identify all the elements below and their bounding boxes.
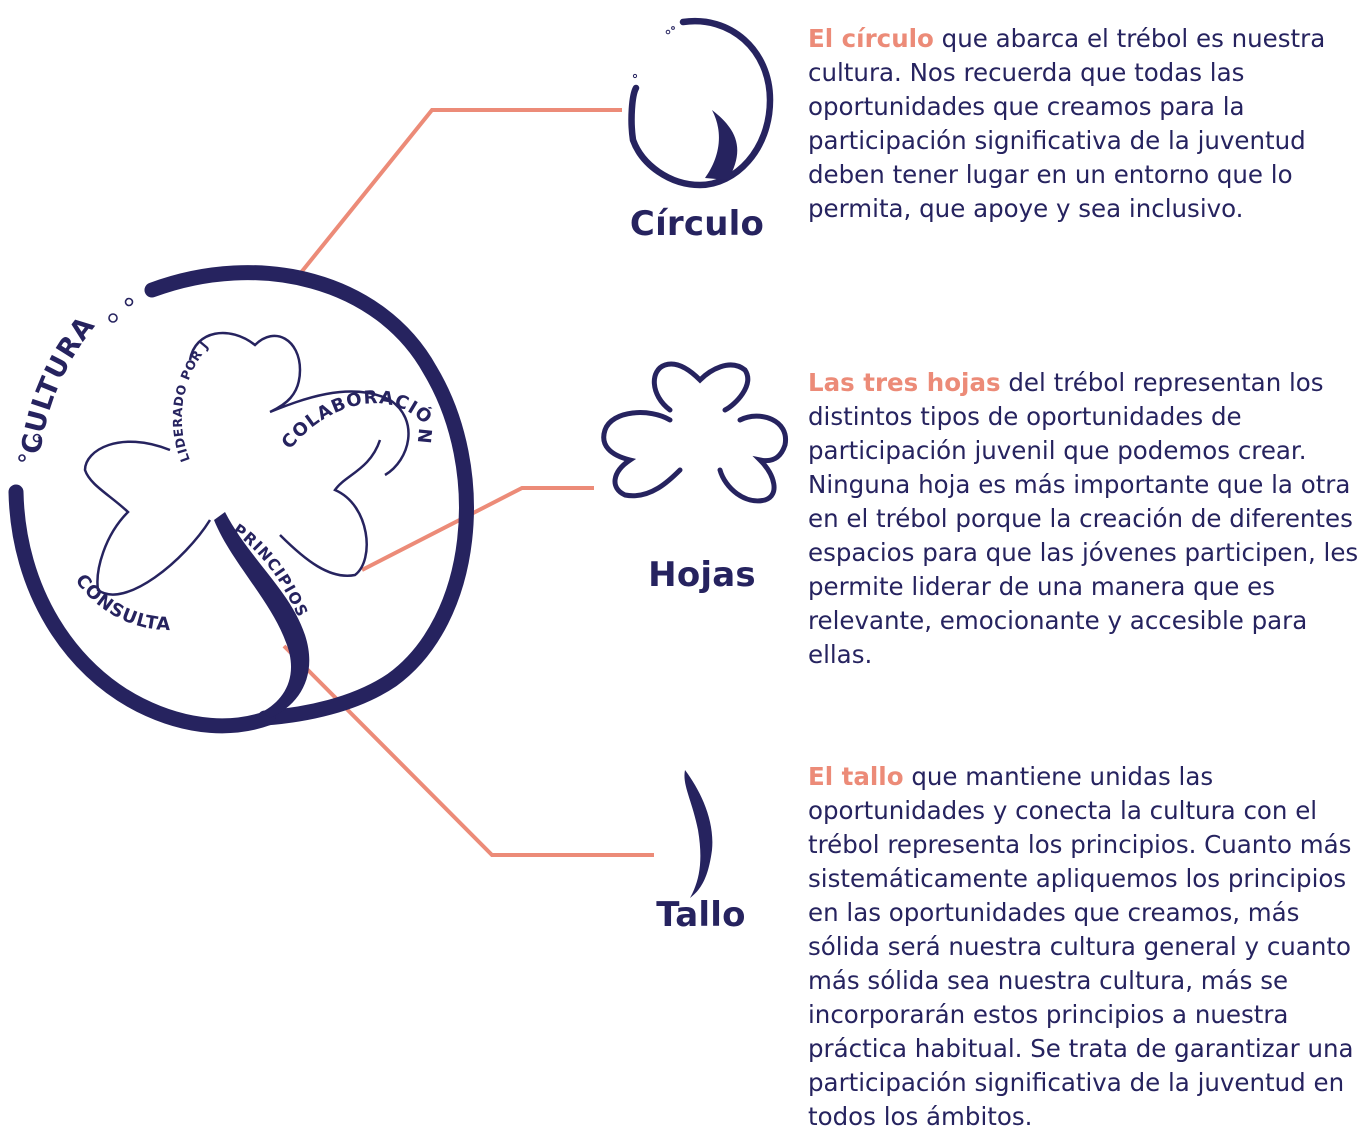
leaves-icon: [601, 361, 788, 504]
connector-lines: [282, 108, 654, 857]
connector-circle: [293, 108, 622, 282]
stem-small-icon: [684, 770, 713, 898]
desc-text-hojas: del trébol representan los distintos tip…: [808, 368, 1359, 669]
culture-ring-left: [8, 484, 276, 734]
connector-stem: [282, 644, 654, 857]
bubbles-icon: [18, 297, 134, 462]
section-label-hojas: Hojas: [648, 555, 756, 595]
desc-text-circulo: que abarca el trébol es nuestra cultura.…: [808, 24, 1326, 223]
clover-logo: CULTURA LIDERADO POR JÓVENES COLABORACIÓ…: [0, 0, 474, 734]
consulta-label: CONSULTA: [71, 570, 172, 635]
desc-text-tallo: que mantiene unidas las oportunidades y …: [808, 762, 1354, 1131]
colaboracion-label: COLABORACIÓN: [278, 387, 437, 453]
top-leaf-icon: [188, 331, 410, 477]
highlight-hojas: Las tres hojas: [808, 368, 1001, 397]
cultura-label: CULTURA: [16, 310, 101, 456]
section-label-circulo: Círculo: [629, 204, 765, 244]
highlight-circulo: El círculo: [808, 24, 934, 53]
section-desc-hojas: Las tres hojas del trébol representan lo…: [808, 366, 1363, 672]
highlight-tallo: El tallo: [808, 762, 904, 791]
stem-icon: [214, 512, 310, 718]
section-desc-circulo: El círculo que abarca el trébol es nuest…: [808, 22, 1363, 226]
culture-ring: [144, 265, 474, 726]
left-leaf-icon: [83, 440, 212, 596]
section-label-tallo: Tallo: [656, 895, 746, 935]
clover-leaves: [83, 331, 410, 596]
section-desc-tallo: El tallo que mantiene unidas las oportun…: [808, 760, 1363, 1134]
connector-leaves: [361, 486, 594, 572]
right-leaf-icon: [279, 439, 382, 578]
circle-icon: [628, 17, 774, 189]
